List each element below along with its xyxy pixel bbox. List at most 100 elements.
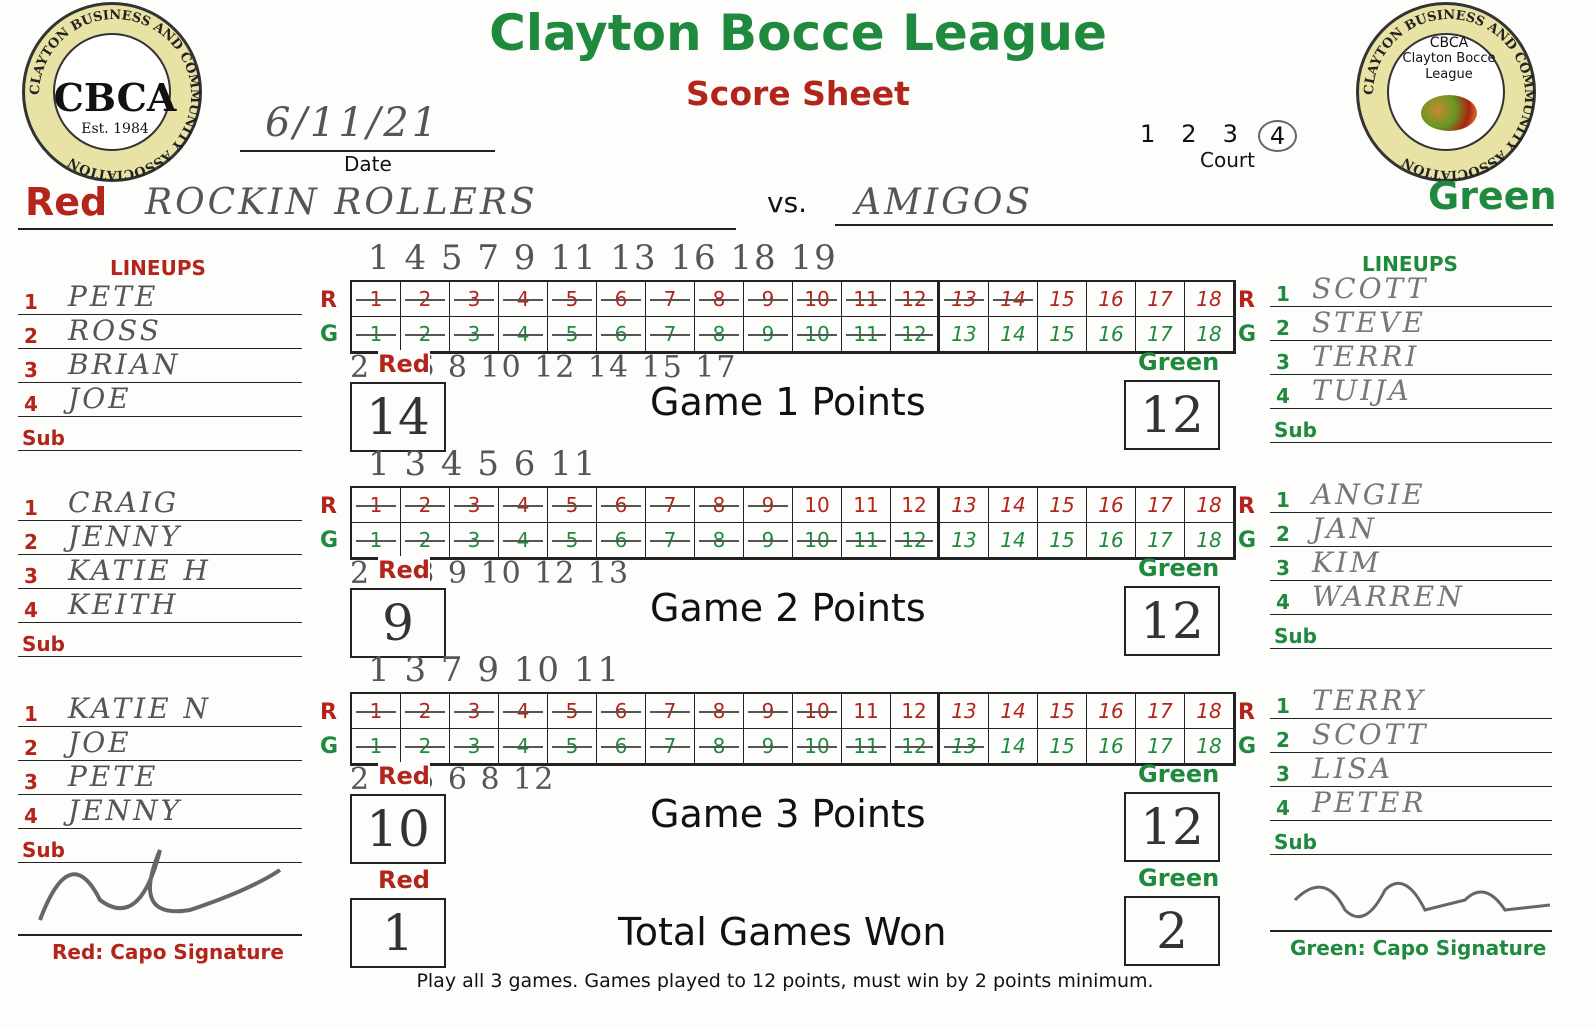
- score-cell-r-3: 3: [450, 488, 499, 523]
- green-player-name: KIM: [1312, 546, 1382, 579]
- date-value: 6/11/21: [265, 100, 441, 146]
- score-cell-g-3: 3: [450, 317, 499, 352]
- score-cell-r-17: 17: [1136, 488, 1185, 523]
- score-cell-r-17: 17: [1136, 694, 1185, 729]
- score-cell-g-16: 16: [1087, 523, 1136, 558]
- green-team-name: AMIGOS: [855, 182, 1034, 223]
- score-cell-r-9: 9: [744, 694, 793, 729]
- score-cell-r-8: 8: [695, 282, 744, 317]
- logo-ring-text: CLAYTON BUSINESS AND COMMUNITY ASSOCIATI…: [28, 8, 202, 182]
- score-cell-g-2: 2: [401, 317, 450, 352]
- total-red-box: 1: [350, 898, 446, 968]
- green-lineup-number: 2: [1276, 728, 1290, 752]
- score-cell-g-14: 14: [989, 523, 1038, 558]
- score-cell-r-6: 6: [597, 694, 646, 729]
- score-cell-r-4: 4: [499, 694, 548, 729]
- green-player-name: SCOTT: [1312, 272, 1429, 305]
- row-label-r: R: [320, 494, 337, 519]
- red-lineup-number: 3: [24, 358, 38, 382]
- court-option-4: 4: [1257, 120, 1298, 152]
- score-cell-r-18: 18: [1185, 282, 1234, 317]
- score-cell-g-8: 8: [695, 317, 744, 352]
- game-points-label: Game 2 Points: [650, 586, 926, 630]
- red-lineup-number: 2: [24, 736, 38, 760]
- score-cell-r-1: 1: [352, 488, 401, 523]
- score-cell-g-12: 12: [891, 317, 940, 352]
- red-tally-top: 1 3 7 9 10 11: [368, 650, 622, 690]
- red-player-name: BRIAN: [68, 348, 181, 381]
- score-cell-r-1: 1: [352, 694, 401, 729]
- logo-est-text: Est. 1984: [81, 121, 149, 137]
- green-points-box: 12: [1124, 586, 1220, 656]
- red-points-label: Red: [378, 350, 430, 378]
- red-player-name: JENNY: [68, 520, 183, 553]
- score-cell-r-10: 10: [793, 694, 842, 729]
- row-label-r: R: [320, 288, 337, 313]
- score-cell-r-15: 15: [1038, 488, 1087, 523]
- score-cell-r-7: 7: [646, 282, 695, 317]
- red-lineup-number: 3: [24, 564, 38, 588]
- score-cell-g-13: 13: [940, 729, 989, 764]
- score-cell-g-7: 7: [646, 729, 695, 764]
- cbca-logo-left: CBCA Est. 1984 CLAYTON BUSINESS AND COMM…: [22, 2, 202, 182]
- red-capo-signature-label: Red: Capo Signature: [52, 940, 284, 964]
- red-points-label: Red: [378, 762, 430, 790]
- score-cell-g-17: 17: [1136, 317, 1185, 352]
- green-lineup-number: 4: [1276, 796, 1290, 820]
- red-lineup-number: 1: [24, 290, 38, 314]
- row-label-g-right: G: [1238, 528, 1257, 553]
- score-cell-g-9: 9: [744, 317, 793, 352]
- score-cell-g-5: 5: [548, 523, 597, 558]
- score-cell-r-13: 13: [940, 694, 989, 729]
- score-cell-r-7: 7: [646, 488, 695, 523]
- score-cell-g-1: 1: [352, 317, 401, 352]
- score-cell-g-4: 4: [499, 523, 548, 558]
- green-lineups-label: LINEUPS: [1362, 252, 1458, 276]
- score-cell-r-15: 15: [1038, 694, 1087, 729]
- court-option-2: 2: [1181, 120, 1197, 148]
- green-player-name: SCOTT: [1312, 718, 1429, 751]
- green-lineup-number: 1: [1276, 694, 1290, 718]
- court-option-3: 3: [1222, 120, 1238, 148]
- red-tally-top: 1 3 4 5 6 11: [368, 444, 598, 484]
- score-cell-g-5: 5: [548, 317, 597, 352]
- score-cell-r-5: 5: [548, 488, 597, 523]
- red-sub-label: Sub: [22, 838, 65, 862]
- green-lineup-number: 3: [1276, 556, 1290, 580]
- green-player-name: LISA: [1312, 752, 1394, 785]
- score-cell-r-4: 4: [499, 488, 548, 523]
- red-player-name: ROSS: [68, 314, 162, 347]
- score-cell-r-18: 18: [1185, 488, 1234, 523]
- red-player-name: KEITH: [68, 588, 179, 621]
- green-player-name: PETER: [1312, 786, 1427, 819]
- score-cell-r-3: 3: [450, 694, 499, 729]
- cbca-logo-right: CBCA Clayton Bocce League CLAYTON BUSINE…: [1356, 2, 1536, 182]
- score-cell-g-9: 9: [744, 523, 793, 558]
- league-title: Clayton Bocce League: [489, 4, 1107, 62]
- green-player-name: JAN: [1312, 512, 1377, 545]
- score-cell-g-12: 12: [891, 523, 940, 558]
- score-cell-g-7: 7: [646, 317, 695, 352]
- green-lineup-number: 1: [1276, 282, 1290, 306]
- logo-main-text: CBCA: [53, 75, 177, 120]
- score-cell-g-10: 10: [793, 317, 842, 352]
- green-points-label: Green: [1138, 348, 1220, 376]
- score-cell-g-11: 11: [842, 523, 891, 558]
- score-cell-g-8: 8: [695, 729, 744, 764]
- green-player-name: TERRI: [1312, 340, 1420, 373]
- score-cell-r-18: 18: [1185, 694, 1234, 729]
- red-team-label: Red: [25, 180, 108, 224]
- game-points-label: Game 1 Points: [650, 380, 926, 424]
- red-lineup-number: 2: [24, 324, 38, 348]
- score-cell-r-5: 5: [548, 694, 597, 729]
- green-sub-label: Sub: [1274, 624, 1317, 648]
- score-cell-g-11: 11: [842, 729, 891, 764]
- score-cell-g-14: 14: [989, 317, 1038, 352]
- red-player-name: KATIE H: [68, 554, 211, 587]
- vs-text: vs.: [767, 186, 808, 219]
- row-label-g: G: [320, 734, 339, 759]
- score-cell-r-10: 10: [793, 488, 842, 523]
- score-cell-r-1: 1: [352, 282, 401, 317]
